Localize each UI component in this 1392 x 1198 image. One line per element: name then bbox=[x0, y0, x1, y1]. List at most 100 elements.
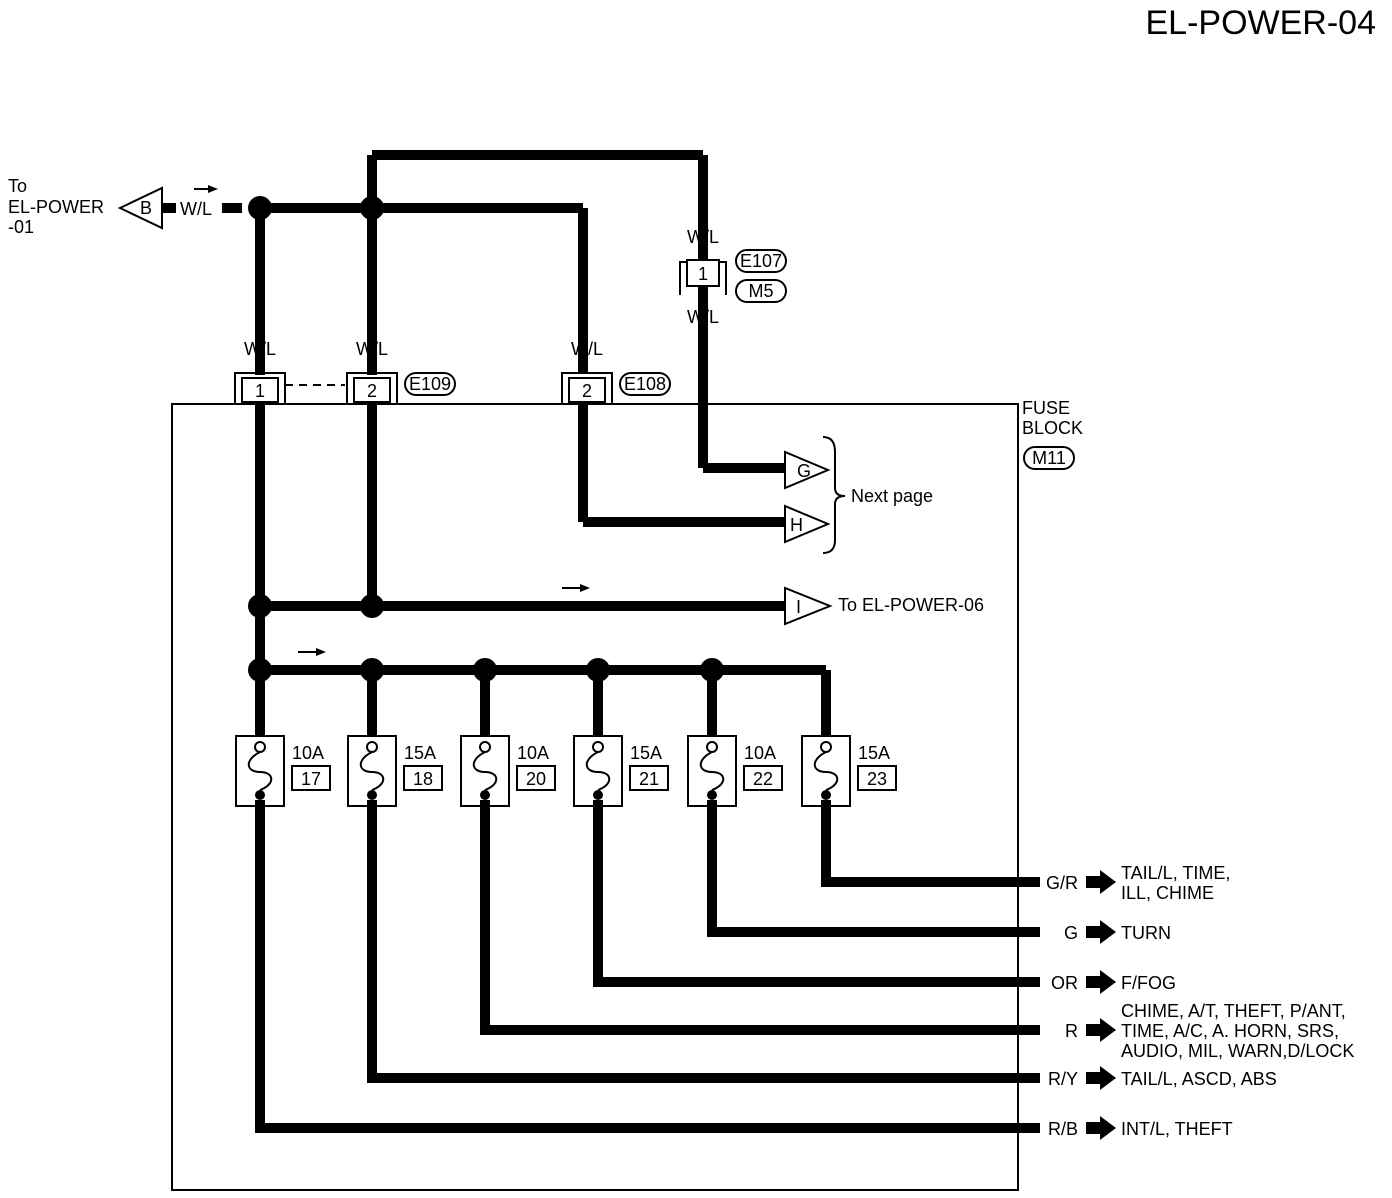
fuse-element bbox=[585, 751, 611, 791]
fuse-terminal-bottom bbox=[367, 790, 377, 800]
fuse-number: 20 bbox=[526, 769, 546, 789]
outputs: G/R TAIL/L, TIME,ILL, CHIME G TURN OR F/FOG R C… bbox=[255, 800, 1354, 1140]
fuse-element bbox=[247, 751, 273, 791]
wire-label-b: W/L bbox=[180, 199, 212, 219]
output-wire-17 bbox=[255, 800, 1040, 1133]
fuse-terminal-bottom bbox=[480, 790, 490, 800]
output-wire-18 bbox=[367, 800, 1040, 1083]
next-page-connectors: G H Next page bbox=[784, 436, 933, 554]
connector-e107-id: E107 bbox=[740, 251, 782, 271]
fuse-amp-label: 15A bbox=[630, 743, 662, 763]
to-label-line2: EL-POWER bbox=[8, 197, 104, 217]
wire-label-e107-top: W/L bbox=[687, 227, 719, 247]
fuse-terminal-top bbox=[479, 741, 491, 753]
output-wire-color: G/R bbox=[1046, 873, 1078, 893]
output-arrow-icon bbox=[1086, 1116, 1116, 1140]
fuse-terminal-top bbox=[592, 741, 604, 753]
connector-e107-pin: 1 bbox=[698, 264, 708, 284]
splice-dot bbox=[248, 196, 272, 220]
output-wire-22 bbox=[707, 800, 1040, 937]
connector-e108: 2 E108 bbox=[561, 372, 671, 404]
output-r-y: R/Y TAIL/L, ASCD, ABS bbox=[1048, 1066, 1277, 1090]
bus-to-el-power-06: I To EL-POWER-06 bbox=[248, 584, 984, 626]
fuse-number: 21 bbox=[639, 769, 659, 789]
fuse-number-box bbox=[629, 765, 669, 791]
output-wire-color: R/B bbox=[1048, 1119, 1078, 1139]
output-destination: TURN bbox=[1121, 923, 1171, 943]
fuse-number: 18 bbox=[413, 769, 433, 789]
output-destination: CHIME, A/T, THEFT, P/ANT, bbox=[1121, 1001, 1346, 1021]
fuse-terminal-bottom bbox=[255, 790, 265, 800]
connector-e108-id: E108 bbox=[624, 374, 666, 394]
connector-e109-pin2: 2 bbox=[367, 381, 377, 401]
output-g-r: G/R TAIL/L, TIME,ILL, CHIME bbox=[1046, 863, 1230, 903]
fuse-block-line1: FUSE bbox=[1022, 398, 1070, 418]
output-arrow-icon bbox=[1086, 1066, 1116, 1090]
fuse-number-box bbox=[403, 765, 443, 791]
top-bus bbox=[248, 150, 785, 527]
output-arrow-icon bbox=[1086, 970, 1116, 994]
output-destination: TAIL/L, ASCD, ABS bbox=[1121, 1069, 1277, 1089]
fuse-terminal-top bbox=[706, 741, 718, 753]
fuse-amp-label: 10A bbox=[517, 743, 549, 763]
fuse-number-box bbox=[516, 765, 556, 791]
connector-h-label: H bbox=[790, 515, 803, 535]
fuse-block-connector: M11 bbox=[1032, 448, 1066, 468]
fuse-number: 17 bbox=[301, 769, 321, 789]
fuse-amp-label: 10A bbox=[292, 743, 324, 763]
fuse-terminal-bottom bbox=[821, 790, 831, 800]
output-wire-color: OR bbox=[1051, 973, 1078, 993]
fuse-number: 22 bbox=[753, 769, 773, 789]
output-wire-23 bbox=[821, 800, 1040, 887]
fuse-number-box bbox=[857, 765, 897, 791]
output-g: G TURN bbox=[1064, 920, 1171, 944]
output-destination: TAIL/L, TIME, bbox=[1121, 863, 1230, 883]
connector-e109-id: E109 bbox=[409, 374, 451, 394]
connector-g-label: G bbox=[797, 461, 811, 481]
fuse-terminal-top bbox=[366, 741, 378, 753]
fuse-number-box bbox=[743, 765, 783, 791]
fuse-element bbox=[359, 751, 385, 791]
wire-label-e107-bottom: W/L bbox=[687, 307, 719, 327]
to-el-power-01: To EL-POWER -01 B W/L bbox=[8, 176, 242, 237]
fuse-terminal-top bbox=[254, 741, 266, 753]
output-arrow-icon bbox=[1086, 1018, 1116, 1042]
output-destination: TIME, A/C, A. HORN, SRS, bbox=[1121, 1021, 1339, 1041]
fuse-terminal-bottom bbox=[707, 790, 717, 800]
wire-label-e109-1: W/L bbox=[244, 339, 276, 359]
fuse-feed-bus bbox=[248, 648, 831, 740]
output-destination: F/FOG bbox=[1121, 973, 1176, 993]
connector-e107: 1 E107 M5 bbox=[679, 249, 787, 303]
connector-e109-pin1: 1 bbox=[255, 381, 265, 401]
fuse-element bbox=[699, 751, 725, 791]
fuse-amp-label: 10A bbox=[744, 743, 776, 763]
output-arrow-icon bbox=[1086, 920, 1116, 944]
connector-e109: 1 2 E109 bbox=[234, 372, 456, 404]
direction-arrow-head bbox=[208, 185, 218, 193]
to-label-line3: -01 bbox=[8, 217, 34, 237]
fuse-block-outline bbox=[171, 403, 1019, 1191]
splice-dot bbox=[360, 196, 384, 220]
output-arrow-icon bbox=[1086, 870, 1116, 894]
connector-b-label: B bbox=[140, 198, 152, 218]
fuse-block-label: FUSE BLOCK M11 bbox=[1022, 398, 1083, 470]
fuse-terminal-top bbox=[820, 741, 832, 753]
fuse-amp-label: 15A bbox=[404, 743, 436, 763]
output-wire-color: G bbox=[1064, 923, 1078, 943]
output-r: R CHIME, A/T, THEFT, P/ANT,TIME, A/C, A. … bbox=[1065, 1001, 1354, 1061]
output-destination: ILL, CHIME bbox=[1121, 883, 1214, 903]
output-wire-color: R/Y bbox=[1048, 1069, 1078, 1089]
page-title: EL-POWER-04 bbox=[1146, 4, 1377, 42]
output-wire-color: R bbox=[1065, 1021, 1078, 1041]
output-or: OR F/FOG bbox=[1051, 970, 1176, 994]
fuse-terminal-bottom bbox=[593, 790, 603, 800]
